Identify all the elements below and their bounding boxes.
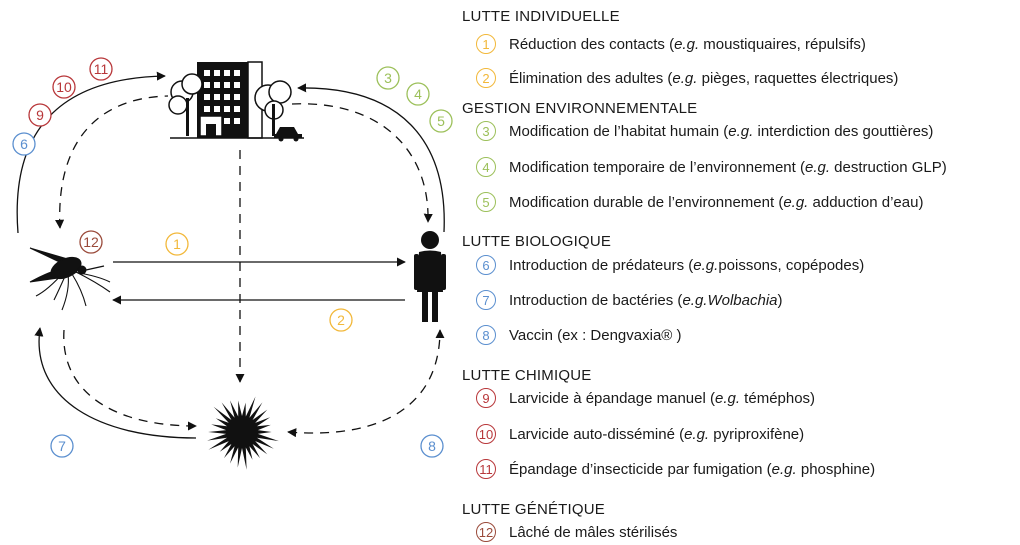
legend-item-text: Vaccin (ex : Dengvaxia® ) bbox=[509, 326, 682, 344]
diagram-number-label: 6 bbox=[20, 136, 28, 152]
number-badge: 5 bbox=[476, 192, 496, 212]
legend-item: 1 Réduction des contacts (e.g. moustiqua… bbox=[476, 31, 866, 57]
arc-mosquito-to-building bbox=[16, 71, 169, 234]
diagram-number-label: 5 bbox=[437, 113, 445, 129]
human-silhouette-icon bbox=[414, 231, 446, 322]
diagram-number-label: 2 bbox=[337, 312, 345, 328]
diagram-number-label: 11 bbox=[94, 61, 109, 77]
legend-item-text: Introduction de prédateurs (e.g.poissons… bbox=[509, 256, 865, 274]
number-badge: 7 bbox=[476, 290, 496, 310]
diagram-number-6: 6 bbox=[12, 132, 36, 156]
legend-item-text: Modification de l’habitat humain (e.g. i… bbox=[509, 122, 934, 140]
legend-item-text: Réduction des contacts (e.g. moustiquair… bbox=[509, 35, 866, 53]
section-title-environnementale: GESTION ENVIRONNEMENTALE bbox=[462, 100, 698, 117]
diagram-number-5: 5 bbox=[429, 109, 453, 133]
legend-item: 12 Lâché de mâles stérilisés bbox=[476, 519, 677, 545]
legend-item-text: Larvicide à épandage manuel (e.g. téméph… bbox=[509, 389, 816, 407]
diagram-number-label: 3 bbox=[384, 70, 392, 86]
legend-item: 7 Introduction de bactéries (e.g.Wolbach… bbox=[476, 287, 783, 313]
legend-item-text: Modification temporaire de l’environneme… bbox=[509, 158, 947, 176]
legend-item: 6 Introduction de prédateurs (e.g.poisso… bbox=[476, 252, 864, 278]
legend-item: 9 Larvicide à épandage manuel (e.g. témé… bbox=[476, 385, 815, 411]
legend-item-text: Modification durable de l’environnement … bbox=[509, 193, 924, 211]
legend-item: 10 Larvicide auto-disséminé (e.g. pyripr… bbox=[476, 421, 804, 447]
diagram-number-3: 3 bbox=[376, 66, 400, 90]
number-badge: 4 bbox=[476, 157, 496, 177]
legend-item: 2 Élimination des adultes (e.g. pièges, … bbox=[476, 65, 898, 91]
number-badge: 6 bbox=[476, 255, 496, 275]
diagram-number-11: 11 bbox=[89, 57, 113, 81]
diagram-number-4: 4 bbox=[406, 82, 430, 106]
diagram-number-7: 7 bbox=[50, 434, 74, 458]
legend-item-text: Introduction de bactéries (e.g.Wolbachia… bbox=[509, 291, 783, 309]
diagram-number-8: 8 bbox=[420, 434, 444, 458]
section-title-individuelle: LUTTE INDIVIDUELLE bbox=[462, 8, 620, 25]
diagram-number-10: 10 bbox=[52, 75, 76, 99]
section-title-chimique: LUTTE CHIMIQUE bbox=[462, 367, 592, 384]
arc-mosquito-to-larva bbox=[34, 327, 197, 439]
diagram-number-label: 8 bbox=[428, 438, 436, 454]
mosquito-icon bbox=[29, 247, 111, 311]
section-title-genetique: LUTTE GÉNÉTIQUE bbox=[462, 501, 606, 518]
number-badge: 2 bbox=[476, 68, 496, 88]
legend-item: 4 Modification temporaire de l’environne… bbox=[476, 154, 947, 180]
diagram-number-label: 10 bbox=[56, 79, 72, 95]
number-badge: 10 bbox=[476, 424, 496, 444]
number-badge: 9 bbox=[476, 388, 496, 408]
legend-item: 11 Épandage d’insecticide par fumigation… bbox=[476, 456, 875, 482]
diagram-number-1: 1 bbox=[165, 232, 189, 256]
city-building-icon bbox=[168, 61, 304, 142]
legend-item-text: Épandage d’insecticide par fumigation (e… bbox=[509, 460, 876, 478]
number-badge: 1 bbox=[476, 34, 496, 54]
arc-larva-to-human bbox=[287, 329, 445, 438]
number-badge: 11 bbox=[476, 459, 496, 479]
diagram-number-label: 7 bbox=[58, 438, 66, 454]
diagram-number-9: 9 bbox=[28, 103, 52, 127]
legend-item-text: Élimination des adultes (e.g. pièges, ra… bbox=[509, 69, 899, 87]
legend-item-text: Larvicide auto-disséminé (e.g. pyriproxi… bbox=[509, 425, 805, 443]
legend-item: 5 Modification durable de l’environnemen… bbox=[476, 189, 923, 215]
legend-item: 8 Vaccin (ex : Dengvaxia® ) bbox=[476, 322, 682, 348]
diagram-number-label: 1 bbox=[173, 236, 181, 252]
diagram-number-12: 12 bbox=[79, 230, 103, 254]
diagram-number-2: 2 bbox=[329, 308, 353, 332]
spiky-breeding-site-icon bbox=[207, 396, 279, 470]
number-badge: 3 bbox=[476, 121, 496, 141]
diagram-number-label: 4 bbox=[414, 86, 422, 102]
arc-building-to-human bbox=[291, 83, 445, 233]
number-badge: 12 bbox=[476, 522, 496, 542]
section-title-biologique: LUTTE BIOLOGIQUE bbox=[462, 233, 612, 250]
legend: LUTTE INDIVIDUELLE 1 Réduction des conta… bbox=[462, 0, 1018, 545]
diagram-number-label: 9 bbox=[36, 107, 44, 123]
number-badge: 8 bbox=[476, 325, 496, 345]
legend-item-text: Lâché de mâles stérilisés bbox=[509, 523, 678, 541]
legend-item: 3 Modification de l’habitat humain (e.g.… bbox=[476, 118, 933, 144]
diagram-number-label: 12 bbox=[83, 234, 99, 250]
